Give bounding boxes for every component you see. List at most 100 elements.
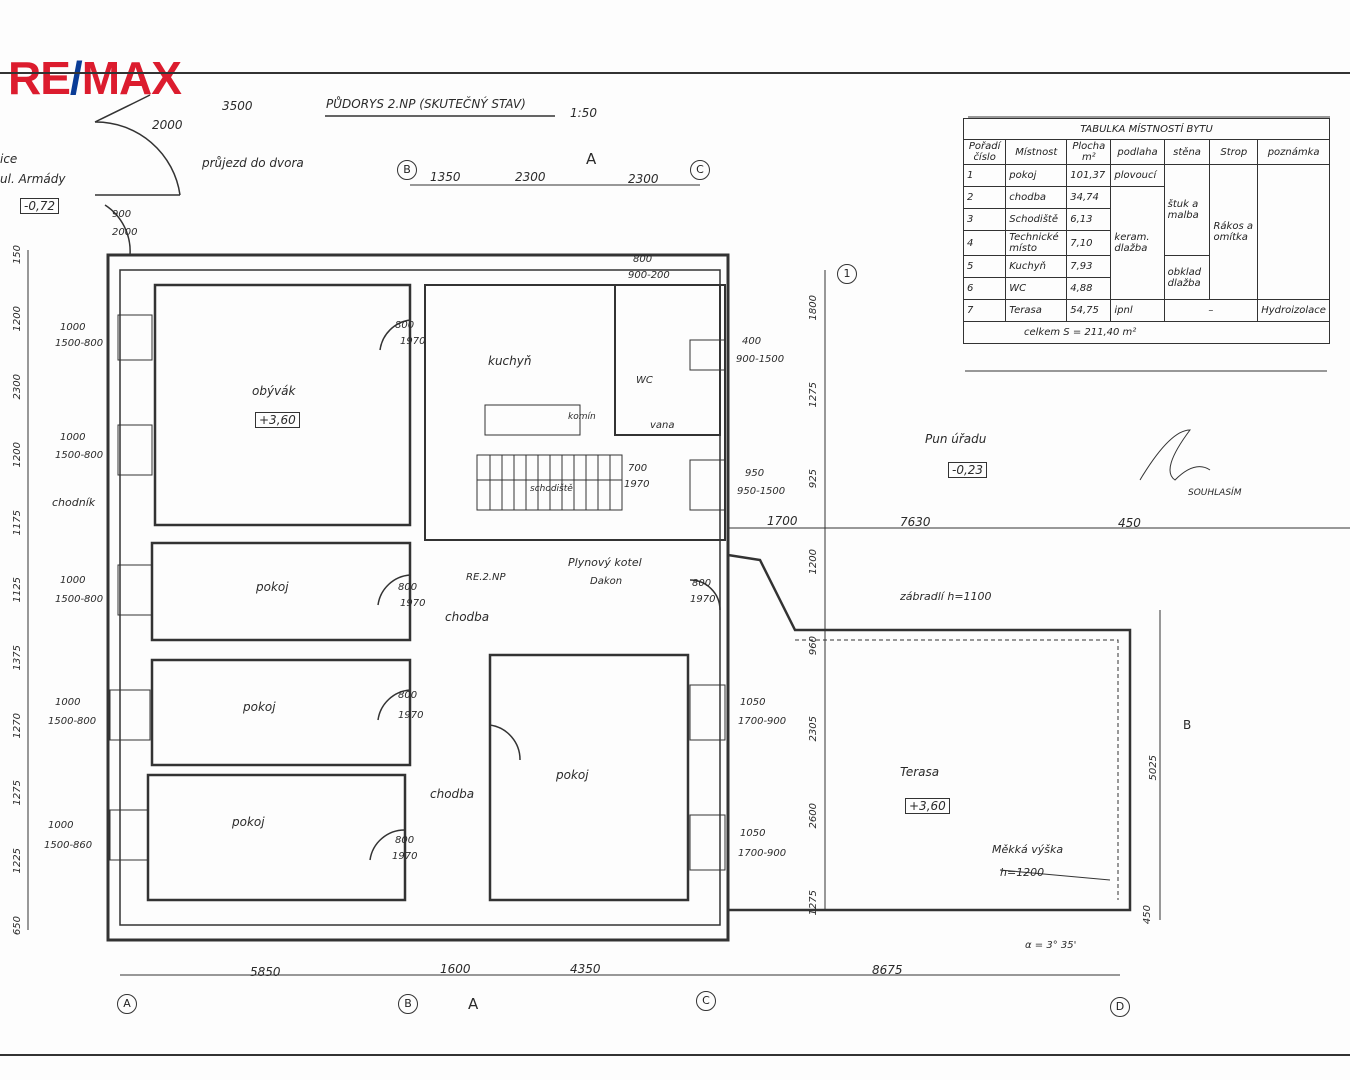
cell: ipnl	[1110, 299, 1165, 322]
window-dim: 1000	[60, 432, 86, 443]
door-dim: 800	[395, 320, 415, 331]
re-label: RE.2.NP	[466, 572, 506, 583]
dim-bottom-2: 1600	[440, 962, 471, 976]
axis-1: 1	[837, 264, 857, 284]
header-area: Plocha m²	[1066, 139, 1112, 165]
cell: 4,88	[1066, 277, 1112, 300]
neighbour-level: -0,23	[948, 462, 988, 478]
window-dim: 1050	[740, 828, 766, 839]
dim-terrace-edge: 450	[1142, 905, 1153, 925]
window-dim: 950-1500	[737, 486, 786, 497]
cell: 34,74	[1066, 186, 1112, 209]
table-row: 1 pokoj 101,37 plovoucí štuk a malba Rák…	[962, 164, 1330, 300]
cell: –	[1163, 299, 1259, 322]
door-dim: 1970	[400, 598, 426, 609]
window-dim: 900-200	[628, 270, 670, 281]
cell: 1	[962, 164, 1007, 187]
sidewalk-label: chodník	[52, 496, 96, 509]
dim-top-2: 2300	[515, 170, 546, 184]
terrace-label: Terasa	[900, 765, 940, 779]
door-dim: 1970	[690, 594, 716, 605]
entrance-label: průjezd do dvora	[202, 156, 304, 170]
section-a-top: A	[586, 150, 597, 168]
cell: 54,75	[1066, 299, 1112, 322]
window-dim: 1500-800	[55, 594, 104, 605]
gas-boiler-label: Plynový kotel	[568, 556, 642, 569]
cell: pokoj	[1005, 164, 1068, 187]
window-dim: 1000	[60, 322, 86, 333]
dim: 1275	[808, 381, 819, 408]
dim: 2300	[12, 374, 23, 400]
kitchen-label: kuchyň	[488, 354, 532, 368]
cell: 7,10	[1066, 230, 1112, 256]
dim: 2305	[808, 716, 819, 742]
window-dim: 1500-860	[44, 840, 93, 851]
stairs-label: schodiště	[530, 484, 573, 494]
window-dim: 1700-900	[738, 848, 787, 859]
cell: 2	[962, 186, 1007, 209]
header-number: Pořadí číslo	[962, 139, 1007, 165]
left-dimension-chain: 650 1225 1275 1270 1375 1125 1175 1200 2…	[12, 245, 23, 935]
dim: 925	[808, 468, 819, 488]
dim-top-1: 1350	[430, 170, 461, 184]
corridor-2-label: chodba	[430, 787, 475, 801]
dim: 2600	[808, 802, 819, 829]
dim: 1800	[808, 295, 819, 321]
cell: 6	[962, 277, 1007, 300]
cell: Technické místo	[1005, 230, 1068, 256]
cell: WC	[1005, 277, 1068, 300]
neighbour-label: Pun úřadu	[925, 432, 987, 446]
dim-bottom-3: 4350	[570, 962, 601, 976]
window-dim: 1050	[740, 697, 766, 708]
room-4-label: pokoj	[556, 768, 589, 782]
dim-mid-1: 7630	[900, 515, 931, 529]
right-dimension-chain: 1800 1275 925 1200 960 2305 2600 1275	[808, 295, 819, 915]
window-dim: 1500-800	[55, 338, 104, 349]
door-dim: 800	[398, 690, 418, 701]
dim: 150	[12, 245, 23, 265]
dim-bottom-4: 8675	[872, 963, 903, 977]
door-dim: 1970	[392, 851, 418, 862]
plan-scale: 1:50	[570, 106, 597, 120]
door-dim: 1970	[400, 336, 426, 347]
approval-label: SOUHLASÍM	[1188, 488, 1242, 498]
window-dim: 800	[633, 254, 653, 265]
railing-label: zábradlí h=1100	[900, 590, 992, 603]
plan-title: PŮDORYS 2.NP (SKUTEČNÝ STAV)	[326, 97, 526, 111]
section-b: B	[1183, 718, 1192, 732]
door-height: 2000	[112, 227, 138, 238]
header-note: poznámka	[1257, 139, 1330, 165]
cell: 5	[962, 255, 1007, 278]
dim: 1175	[12, 509, 23, 535]
door-dim: 1970	[624, 479, 650, 490]
wc-label: WC	[636, 375, 653, 386]
street-level: -0,72	[20, 198, 60, 214]
living-room-level: +3,60	[255, 412, 300, 428]
door-dim: 1970	[398, 710, 424, 721]
window-dim: 1000	[55, 697, 81, 708]
cell: 7	[962, 299, 1007, 322]
window-dim: 950	[745, 468, 765, 479]
parapet-height: h=1200	[1000, 866, 1045, 879]
gate-width: 3500	[222, 99, 253, 113]
axis-b: B	[398, 994, 418, 1014]
door-dim: 800	[398, 582, 418, 593]
cell: keram. dlažba	[1110, 186, 1165, 300]
dim-top-3: 2300	[628, 172, 659, 186]
table-row: 6 WC 4,88	[962, 277, 1330, 300]
header-floor: podlaha	[1110, 139, 1165, 165]
dim: 960	[808, 635, 819, 655]
window-dim: 1500-800	[55, 450, 104, 461]
dim: 1225	[12, 848, 23, 874]
axis-c-top: C	[690, 160, 710, 180]
header-wall: stěna	[1163, 139, 1211, 165]
terrace-level: +3,60	[905, 798, 950, 814]
axis-c: C	[696, 991, 716, 1011]
dim-mid-2: 450	[1118, 516, 1141, 530]
street-prefix: ice	[0, 152, 18, 166]
dim: 1200	[808, 548, 819, 575]
cell	[1257, 164, 1330, 300]
door-width: 900	[112, 209, 132, 220]
dim: 1375	[12, 644, 23, 671]
